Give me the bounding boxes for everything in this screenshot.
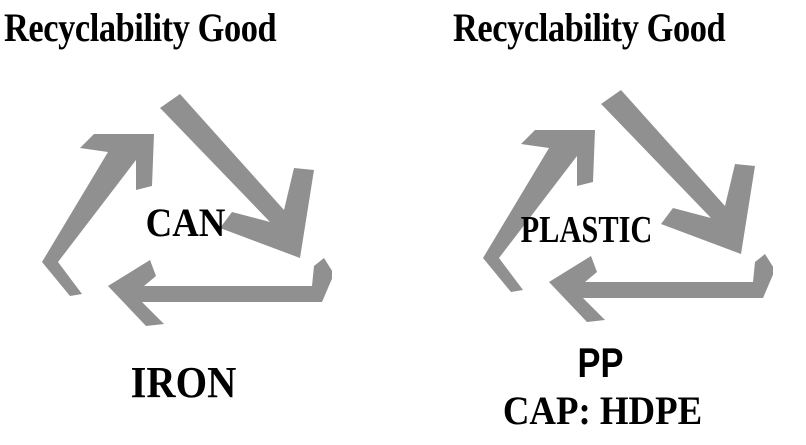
recyclability-heading: Recyclability Good: [453, 5, 726, 50]
material-caption-cap: CAP: HDPE: [502, 388, 703, 433]
recycle-triangle-icon: [32, 90, 332, 340]
recycle-arrow-left: [42, 134, 154, 296]
recyclability-heading: Recyclability Good: [4, 5, 277, 50]
recycle-arrow-right: [601, 90, 755, 254]
recycle-arrow-bottom: [549, 254, 773, 322]
material-label: PLASTIC: [520, 209, 653, 251]
recycling-panel-plastic: Recyclability Good PLASTIC PP CAP: HDPE: [403, 0, 806, 445]
recycling-panel-can: Recyclability Good CAN IRON: [4, 5, 332, 407]
recycle-arrow-bottom: [108, 258, 332, 326]
recycle-triangle-icon: [473, 90, 773, 340]
material-label: CAN: [145, 200, 226, 245]
recycle-arrow-right: [160, 94, 314, 258]
material-caption-pp: PP: [577, 339, 624, 386]
recycle-arrow-left: [483, 130, 595, 292]
material-caption: IRON: [130, 358, 237, 407]
